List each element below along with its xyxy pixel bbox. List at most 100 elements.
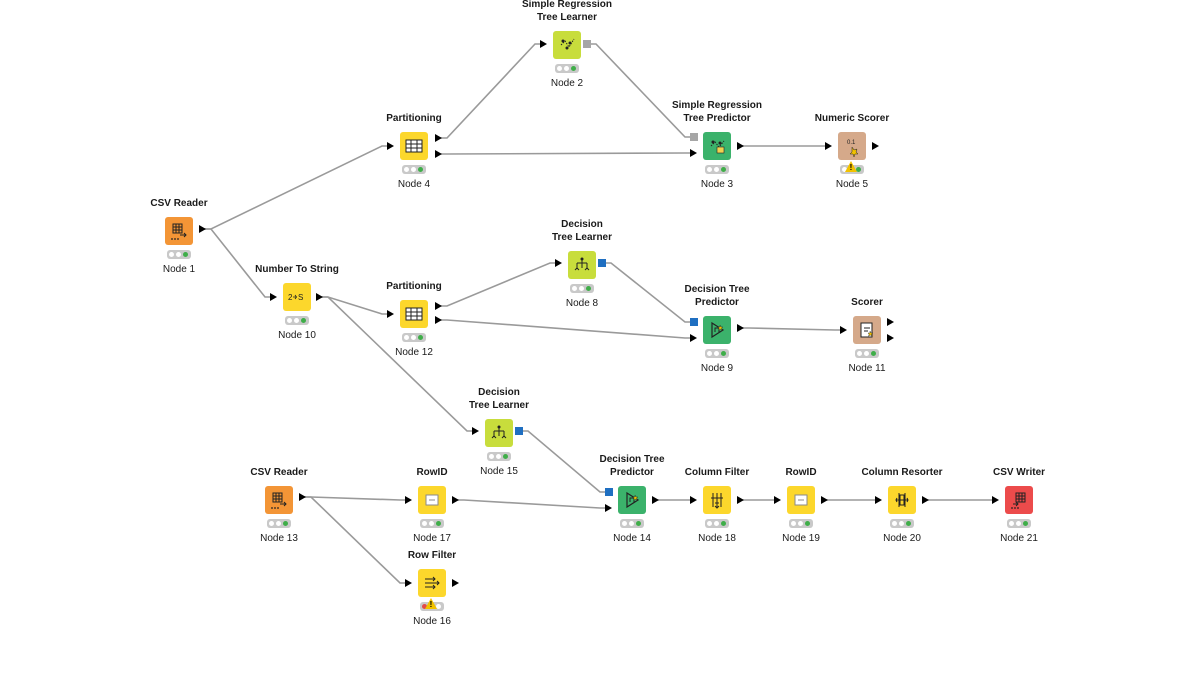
data-input-port[interactable] <box>825 142 832 150</box>
node-label[interactable]: Node 17 <box>413 533 451 544</box>
model-output-port[interactable] <box>598 259 606 267</box>
node-label[interactable]: Node 10 <box>278 330 316 341</box>
data-input-port[interactable] <box>387 310 394 318</box>
node-body-learner[interactable] <box>568 251 596 279</box>
data-input-port[interactable] <box>405 496 412 504</box>
node-title[interactable]: Simple Regression Tree Predictor <box>671 100 763 124</box>
node-title[interactable]: CSV Reader <box>250 467 308 478</box>
node-title[interactable]: RowID <box>785 467 817 478</box>
data-output-port[interactable] <box>435 302 442 310</box>
node-body-manipulator[interactable] <box>400 132 428 160</box>
node-body-manipulator[interactable] <box>400 300 428 328</box>
node-label[interactable]: Node 15 <box>480 466 518 477</box>
data-output-port[interactable] <box>316 293 323 301</box>
data-output-port[interactable] <box>872 142 879 150</box>
node-body-manipulator[interactable] <box>787 486 815 514</box>
node-label[interactable]: Node 4 <box>397 179 431 190</box>
node-body-writer[interactable] <box>1005 486 1033 514</box>
node-label[interactable]: Node 5 <box>835 179 869 190</box>
node-title[interactable]: Decision Tree Learner <box>551 219 613 243</box>
node-body-predictor[interactable] <box>703 316 731 344</box>
data-input-port[interactable] <box>840 326 847 334</box>
data-output-port[interactable] <box>737 142 744 150</box>
node-body-predictor[interactable] <box>703 132 731 160</box>
connection-n4-n2[interactable] <box>439 43 543 139</box>
node-label[interactable]: Node 1 <box>162 264 196 275</box>
node-label[interactable]: Node 13 <box>260 533 298 544</box>
node-body-manipulator[interactable] <box>418 486 446 514</box>
connection-n4-n3[interactable] <box>439 152 693 155</box>
node-label[interactable]: Node 9 <box>700 363 734 374</box>
node-label[interactable]: Node 14 <box>613 533 651 544</box>
node-title[interactable]: Decision Tree Learner <box>468 387 530 411</box>
data-output-port[interactable] <box>652 496 659 504</box>
data-output-port[interactable] <box>737 496 744 504</box>
connection-n1-n10[interactable] <box>203 228 273 298</box>
data-output-port[interactable] <box>737 324 744 332</box>
connection-n1-n4[interactable] <box>203 145 390 230</box>
node-n19[interactable]: RowID Node 19 <box>756 467 846 606</box>
node-body-predictor[interactable] <box>618 486 646 514</box>
connection-n17-n14[interactable] <box>456 499 608 509</box>
connection-n15-n14[interactable] <box>520 430 608 493</box>
node-body-learner[interactable] <box>553 31 581 59</box>
connection-n9-n11[interactable] <box>741 327 843 331</box>
node-body-reader[interactable] <box>165 217 193 245</box>
node-n16[interactable]: Row Filter!Node 16 <box>387 550 477 689</box>
node-title[interactable]: Decision Tree Predictor <box>599 454 665 478</box>
data-output-port[interactable] <box>199 225 206 233</box>
data-input-port[interactable] <box>605 504 612 512</box>
node-title[interactable]: Column Filter <box>684 467 750 478</box>
data-input-port[interactable] <box>540 40 547 48</box>
node-title[interactable]: Numeric Scorer <box>814 113 890 124</box>
workflow-canvas[interactable] <box>0 0 1200 630</box>
node-title[interactable]: Partitioning <box>386 113 442 124</box>
data-input-port[interactable] <box>472 427 479 435</box>
data-output-port[interactable] <box>299 493 306 501</box>
data-output-port[interactable] <box>435 134 442 142</box>
node-n17[interactable]: RowID Node 17 <box>387 467 477 606</box>
node-title[interactable]: Number To String <box>255 264 339 275</box>
model-output-port[interactable] <box>515 427 523 435</box>
node-body-learner[interactable] <box>485 419 513 447</box>
node-label[interactable]: Node 18 <box>698 533 736 544</box>
model-input-port[interactable] <box>690 133 698 141</box>
node-body-scorer[interactable]: 0.1 <box>838 132 866 160</box>
data-input-port[interactable] <box>555 259 562 267</box>
node-label[interactable]: Node 19 <box>782 533 820 544</box>
node-body-reader[interactable] <box>265 486 293 514</box>
data-output-port[interactable] <box>435 150 442 158</box>
data-output-port[interactable] <box>821 496 828 504</box>
node-body-manipulator[interactable] <box>703 486 731 514</box>
data-input-port[interactable] <box>270 293 277 301</box>
data-output-port[interactable] <box>452 579 459 587</box>
node-label[interactable]: Node 11 <box>848 363 886 374</box>
connection-n13-n16[interactable] <box>303 496 408 584</box>
node-title[interactable]: Scorer <box>851 297 883 308</box>
data-input-port[interactable] <box>690 149 697 157</box>
data-input-port[interactable] <box>690 334 697 342</box>
node-label[interactable]: Node 3 <box>700 179 734 190</box>
node-label[interactable]: Node 2 <box>550 78 584 89</box>
model-output-port[interactable] <box>583 40 591 48</box>
node-title[interactable]: RowID <box>416 467 448 478</box>
node-body-scorer[interactable] <box>853 316 881 344</box>
connection-n12-n9[interactable] <box>439 319 693 339</box>
model-input-port[interactable] <box>605 488 613 496</box>
data-input-port[interactable] <box>387 142 394 150</box>
node-title[interactable]: Row Filter <box>407 550 457 561</box>
data-output-port[interactable] <box>887 334 894 342</box>
data-input-port[interactable] <box>405 579 412 587</box>
